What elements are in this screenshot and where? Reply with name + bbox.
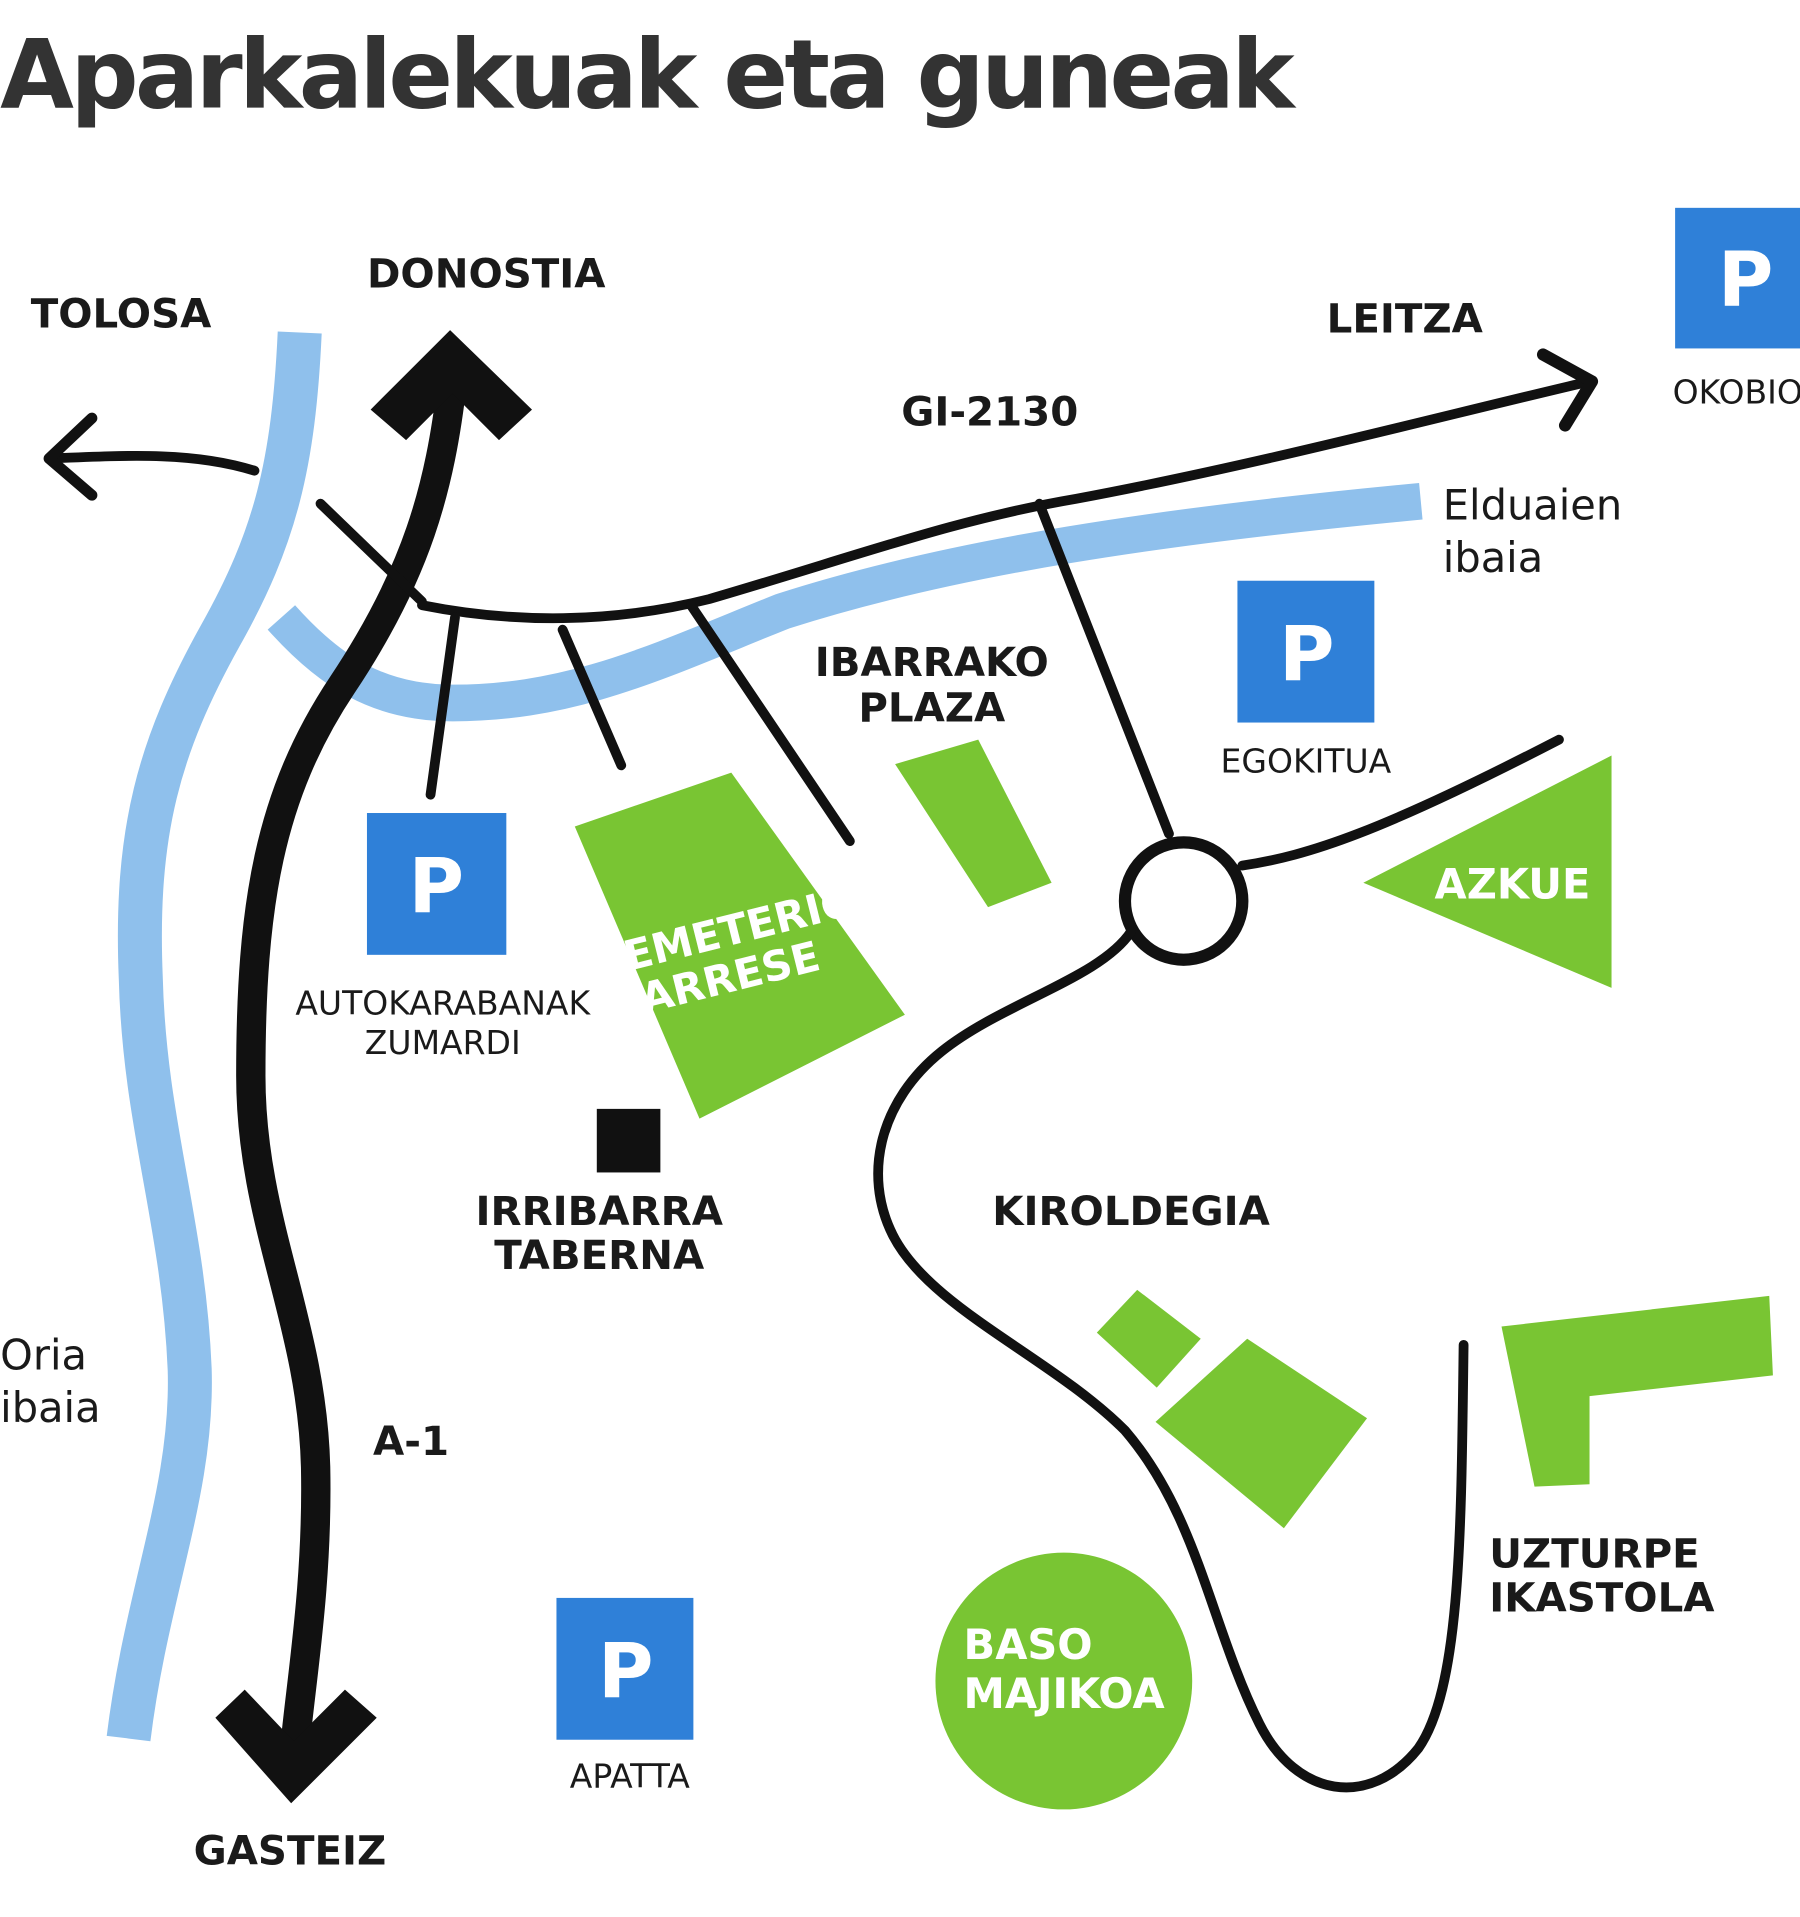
parking-icon: P xyxy=(1279,610,1335,698)
label-donostia: DONOSTIA xyxy=(367,250,606,297)
label-gi2130: GI-2130 xyxy=(901,388,1078,435)
parking-okobio: P OKOBIO xyxy=(1673,207,1800,411)
oria-river xyxy=(106,331,322,1742)
parking-icon: P xyxy=(1718,236,1774,324)
parking-egokitua: P EGOKITUA xyxy=(1221,580,1392,781)
parking-autokarabanak: P AUTOKARABANAK ZUMARDI xyxy=(295,813,592,1062)
azkue-area xyxy=(1363,755,1612,988)
kiroldegia-area xyxy=(1155,1338,1368,1529)
tolosa-road xyxy=(46,451,260,476)
kiroldegia-area xyxy=(1096,1289,1201,1388)
winding-road xyxy=(873,926,1469,1793)
label-taberna: TABERNA xyxy=(494,1232,705,1279)
branch-road xyxy=(557,624,627,771)
label-azkue: AZKUE xyxy=(1435,860,1591,909)
label-tolosa: TOLOSA xyxy=(31,291,212,338)
label-oria-2: ibaia xyxy=(0,1383,100,1432)
svg-text:AUTOKARABANAK: AUTOKARABANAK xyxy=(295,984,591,1023)
label-plaza: PLAZA xyxy=(858,684,1006,731)
label-uzturpe: UZTURPE xyxy=(1489,1530,1699,1577)
uzturpe-ikastola-area xyxy=(1501,1295,1773,1487)
roundabout xyxy=(1118,836,1249,966)
baso-majikoa-area xyxy=(935,1552,1193,1810)
parking-apatta: P APATTA xyxy=(556,1597,694,1795)
svg-text:APATTA: APATTA xyxy=(570,1756,691,1795)
parking-icon: P xyxy=(598,1627,654,1715)
label-baso: BASO xyxy=(964,1620,1093,1669)
label-leitza: LEITZA xyxy=(1327,296,1484,343)
map-title: Aparkalekuak eta guneak xyxy=(0,20,1297,131)
branch-road xyxy=(1034,498,1174,839)
gi2130-road xyxy=(417,376,1595,624)
connector-road xyxy=(315,498,427,607)
label-majikoa: MAJIKOA xyxy=(964,1669,1165,1718)
emeterio-arrese-area xyxy=(574,772,905,1119)
label-elduaien-2: ibaia xyxy=(1443,533,1543,582)
gasteiz-arrow-icon xyxy=(215,1689,377,1804)
label-kiroldegia: KIROLDEGIA xyxy=(992,1188,1270,1235)
label-ikastola: IKASTOLA xyxy=(1489,1574,1715,1621)
branch-road xyxy=(686,600,855,847)
label-gasteiz: GASTEIZ xyxy=(194,1827,387,1874)
ibarrako-plaza-area xyxy=(895,739,1052,908)
donostia-arrow-icon xyxy=(370,330,533,441)
label-ibarrako: IBARRAKO xyxy=(815,639,1049,686)
svg-text:OKOBIO: OKOBIO xyxy=(1673,372,1800,411)
label-irribarra: IRRIBARRA xyxy=(476,1188,724,1235)
label-a1: A-1 xyxy=(373,1418,449,1465)
parking-icon: P xyxy=(409,842,465,930)
label-elduaien: Elduaien xyxy=(1443,481,1622,530)
irribarra-marker xyxy=(596,1108,661,1173)
a1-road xyxy=(236,364,468,1776)
leitza-arrow-icon xyxy=(1536,348,1599,432)
azkue-road xyxy=(1237,734,1564,871)
svg-text:ZUMARDI: ZUMARDI xyxy=(365,1023,521,1062)
branch-road xyxy=(425,612,460,800)
tolosa-arrow-icon xyxy=(43,412,98,501)
svg-text:EGOKITUA: EGOKITUA xyxy=(1221,742,1392,781)
label-oria: Oria xyxy=(0,1330,87,1379)
